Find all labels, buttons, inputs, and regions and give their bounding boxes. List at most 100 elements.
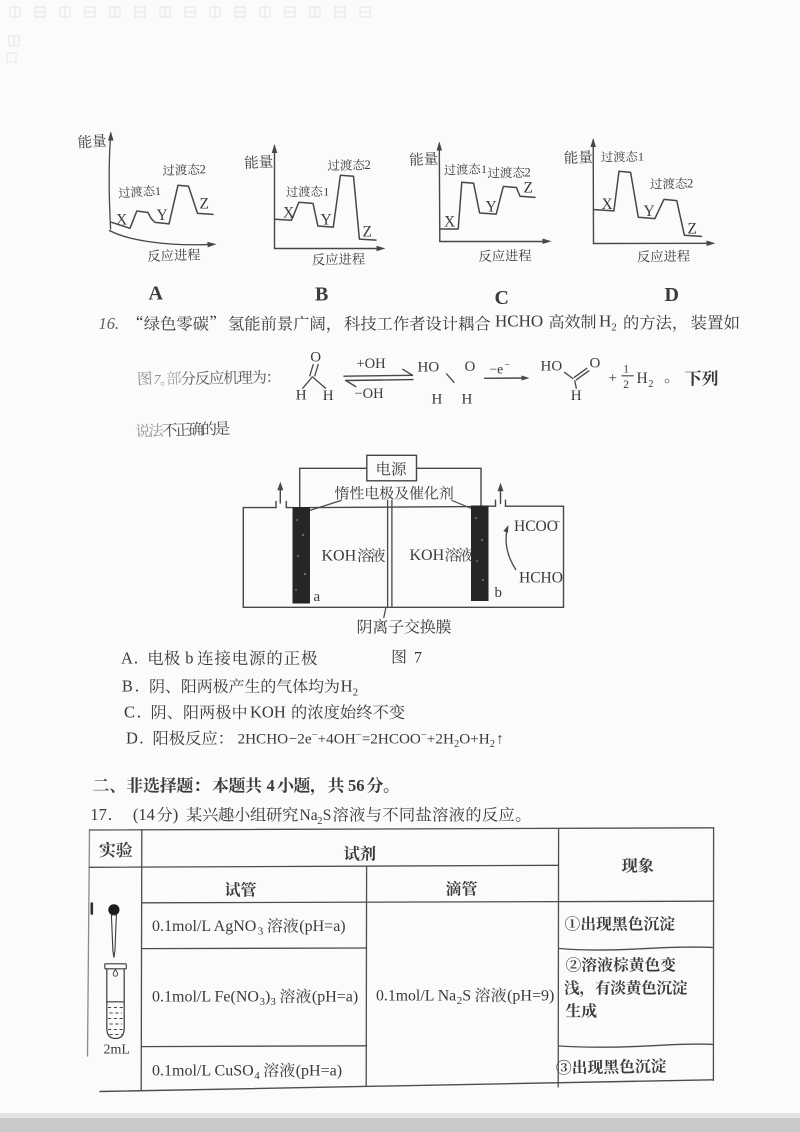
svg-text:1: 1	[481, 162, 487, 176]
svg-text:7: 7	[154, 373, 162, 388]
svg-text:2: 2	[365, 158, 371, 172]
svg-text:2: 2	[687, 177, 693, 191]
svg-text:2e: 2e	[297, 731, 312, 748]
svg-text:2: 2	[525, 166, 531, 180]
svg-text:H: H	[341, 677, 353, 696]
svg-text:KOH: KOH	[250, 703, 286, 722]
svg-text:HCHO: HCHO	[495, 312, 543, 331]
svg-text:17: 17	[90, 805, 107, 824]
svg-text:3: 3	[270, 996, 276, 1008]
svg-text:B: B	[315, 284, 328, 306]
svg-text:O: O	[590, 356, 601, 372]
svg-text:−e: −e	[490, 362, 504, 377]
svg-text:2: 2	[623, 379, 629, 391]
svg-text:Z: Z	[524, 180, 533, 197]
svg-text:=2HCOO: =2HCOO	[362, 731, 421, 748]
svg-text:+OH: +OH	[357, 356, 387, 372]
svg-text:3: 3	[260, 996, 266, 1008]
svg-text:): )	[173, 805, 179, 824]
svg-text:X: X	[116, 212, 127, 229]
svg-text:+4OH: +4OH	[318, 731, 356, 748]
svg-text:D: D	[126, 729, 138, 748]
svg-text:S: S	[462, 988, 471, 1005]
svg-text:KOH: KOH	[410, 547, 445, 564]
svg-text:O: O	[310, 350, 321, 366]
svg-text:2: 2	[199, 162, 206, 176]
svg-text:H: H	[462, 392, 473, 408]
svg-text:HCOO: HCOO	[514, 518, 558, 535]
svg-text:H: H	[571, 388, 582, 404]
svg-text:2: 2	[457, 995, 463, 1007]
svg-text:H: H	[432, 392, 443, 408]
svg-text:−: −	[356, 730, 362, 741]
svg-text:16.: 16.	[99, 314, 120, 333]
svg-text:↑: ↑	[496, 731, 504, 748]
svg-text:0.1mol/L AgNO: 0.1mol/L AgNO	[152, 918, 256, 935]
svg-text:−: −	[289, 731, 298, 748]
svg-text:+2H: +2H	[427, 731, 454, 748]
svg-text:−: −	[554, 517, 560, 529]
svg-text:2: 2	[454, 739, 459, 750]
svg-text:(pH=9): (pH=9)	[507, 988, 554, 1005]
svg-text:C: C	[495, 287, 509, 309]
svg-text:0.1mol/L Na: 0.1mol/L Na	[376, 988, 456, 1005]
svg-text:): )	[265, 989, 270, 1006]
svg-text:Z: Z	[363, 224, 372, 241]
svg-text:+: +	[609, 371, 617, 387]
svg-text:HCHO: HCHO	[519, 570, 563, 587]
svg-text:b: b	[185, 649, 193, 668]
svg-text:b: b	[495, 585, 503, 601]
svg-text:56: 56	[348, 776, 365, 795]
svg-text:B: B	[122, 677, 133, 696]
svg-text:HO: HO	[541, 359, 563, 375]
svg-text:Y: Y	[321, 212, 332, 229]
svg-text:Y: Y	[644, 203, 655, 220]
svg-text:(14: (14	[133, 805, 155, 824]
svg-text:1: 1	[638, 150, 644, 164]
svg-text:−: −	[505, 360, 511, 371]
svg-text:2: 2	[611, 322, 617, 334]
svg-text:−: −	[312, 730, 318, 741]
svg-text:KOH: KOH	[322, 548, 357, 565]
svg-text:4: 4	[267, 776, 275, 795]
svg-text:a: a	[314, 589, 321, 605]
svg-text:H: H	[599, 312, 611, 331]
svg-text:Y: Y	[486, 199, 497, 216]
svg-text:O: O	[465, 359, 476, 375]
svg-text:Na: Na	[300, 807, 318, 824]
svg-text:1: 1	[155, 184, 162, 198]
svg-text:C: C	[124, 703, 135, 722]
svg-text:2: 2	[490, 739, 495, 750]
svg-text:D: D	[665, 284, 679, 306]
svg-text:H: H	[637, 370, 648, 387]
svg-text:2HCHO: 2HCHO	[238, 731, 289, 748]
svg-text:HO: HO	[418, 360, 440, 376]
svg-text:3: 3	[258, 926, 264, 938]
svg-text:(pH=a): (pH=a)	[299, 918, 345, 935]
svg-text:2: 2	[648, 379, 653, 390]
svg-text:4: 4	[254, 1070, 260, 1082]
svg-text:H: H	[323, 388, 334, 404]
svg-text:0.1mol/L Fe(NO: 0.1mol/L Fe(NO	[152, 989, 259, 1006]
svg-text:X: X	[283, 205, 294, 222]
svg-text:X: X	[444, 214, 455, 231]
svg-text:A: A	[149, 283, 164, 305]
svg-text:1: 1	[323, 184, 329, 198]
svg-text:−OH: −OH	[355, 386, 385, 402]
svg-text:S: S	[323, 807, 332, 824]
svg-text:2: 2	[353, 686, 359, 698]
svg-text:(pH=a): (pH=a)	[312, 989, 358, 1006]
svg-text:−: −	[421, 730, 427, 741]
svg-text:2mL: 2mL	[104, 1043, 130, 1058]
svg-text:1: 1	[623, 364, 629, 376]
svg-text:A: A	[121, 649, 133, 668]
svg-text:Y: Y	[157, 207, 168, 224]
svg-text:0.1mol/L CuSO: 0.1mol/L CuSO	[152, 1063, 254, 1080]
svg-text:X: X	[602, 196, 613, 213]
svg-text:2: 2	[317, 816, 322, 827]
svg-text:(pH=a): (pH=a)	[296, 1063, 342, 1080]
svg-text:Z: Z	[200, 196, 209, 213]
svg-text:H: H	[296, 388, 307, 404]
svg-text:7: 7	[414, 650, 422, 667]
svg-text:O+H: O+H	[459, 731, 490, 748]
